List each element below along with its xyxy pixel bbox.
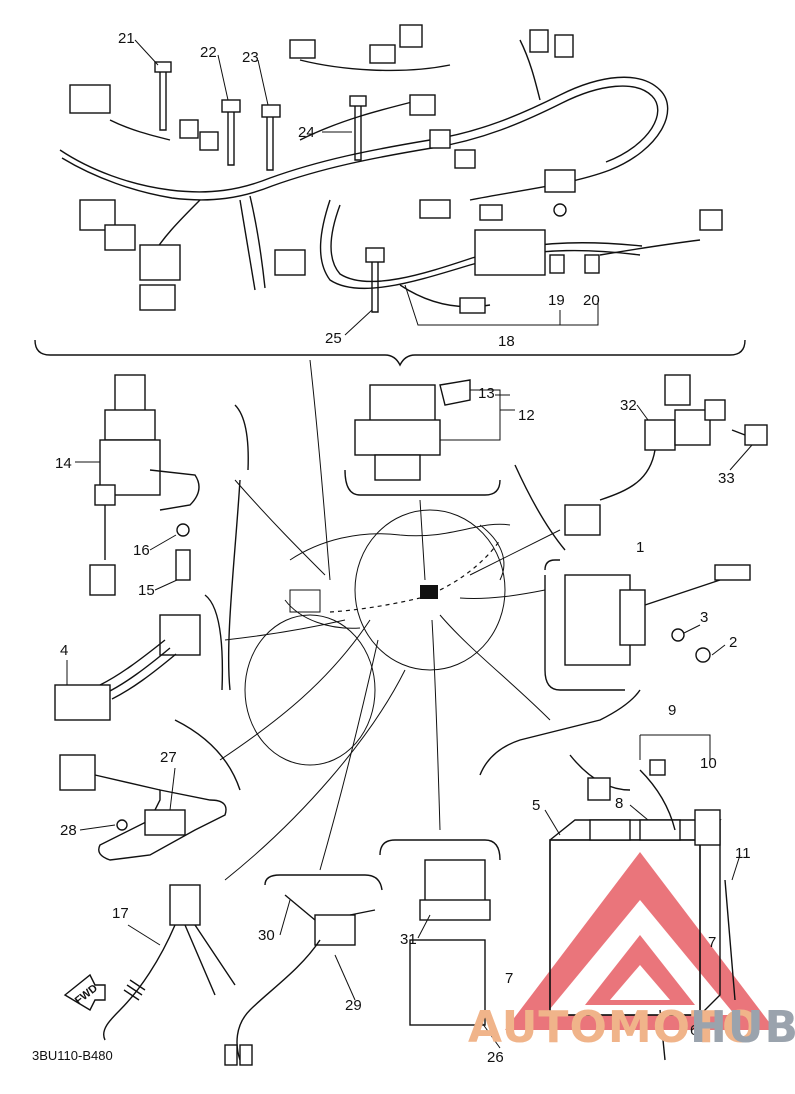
label-11: 11 bbox=[735, 845, 751, 862]
label-20: 20 bbox=[583, 292, 600, 309]
label-4: 4 bbox=[60, 642, 68, 659]
label-24: 24 bbox=[298, 124, 315, 141]
label-1: 1 bbox=[636, 539, 644, 556]
label-30: 30 bbox=[258, 927, 275, 944]
label-17: 17 bbox=[112, 905, 129, 922]
label-16: 16 bbox=[133, 542, 150, 559]
label-15: 15 bbox=[138, 582, 155, 599]
label-21: 21 bbox=[118, 30, 135, 47]
relay-assembly bbox=[344, 379, 515, 496]
label-26: 26 bbox=[487, 1049, 504, 1066]
starter-relay bbox=[544, 559, 751, 691]
label-6: 6 bbox=[690, 1022, 698, 1039]
wire-harness bbox=[59, 24, 723, 314]
label-32: 32 bbox=[620, 397, 637, 414]
sensor-bracket bbox=[59, 719, 241, 861]
label-19: 19 bbox=[548, 292, 565, 309]
automotohub-logo bbox=[505, 852, 775, 1030]
label-13: 13 bbox=[478, 385, 495, 402]
label-29: 29 bbox=[345, 997, 362, 1014]
watermark-text-hub: HUB bbox=[690, 1002, 795, 1053]
motorcycle-outline bbox=[244, 509, 511, 766]
fuse-holder bbox=[514, 374, 768, 551]
relays-31-26 bbox=[379, 839, 501, 1026]
label-2: 2 bbox=[729, 634, 737, 651]
label-25: 25 bbox=[325, 330, 342, 347]
label-28: 28 bbox=[60, 822, 77, 839]
harness-bracket bbox=[34, 339, 746, 367]
label-14: 14 bbox=[55, 455, 72, 472]
lead-wire-4 bbox=[54, 594, 224, 721]
label-22: 22 bbox=[200, 44, 217, 61]
label-3: 3 bbox=[700, 609, 708, 626]
watermark-text-automoto: AUTOMOTO bbox=[468, 1002, 760, 1053]
label-23: 23 bbox=[242, 49, 259, 66]
leader-lines bbox=[219, 359, 561, 881]
label-31: 31 bbox=[400, 931, 417, 948]
label-33: 33 bbox=[718, 470, 735, 487]
sidestand-switch bbox=[224, 874, 383, 1066]
label-8: 8 bbox=[615, 795, 623, 812]
label-9: 9 bbox=[668, 702, 676, 719]
label-5: 5 bbox=[532, 797, 540, 814]
drawing-code: 3BU110-B480 bbox=[32, 1048, 113, 1063]
main-switch bbox=[89, 374, 249, 691]
label-leaders bbox=[66, 39, 753, 1049]
label-7a: 7 bbox=[708, 934, 716, 951]
label-10: 10 bbox=[700, 755, 717, 772]
label-27: 27 bbox=[160, 749, 177, 766]
neutral-switch bbox=[63, 884, 236, 1041]
label-18: 18 bbox=[498, 333, 515, 350]
battery-assembly bbox=[479, 689, 736, 1061]
label-7b: 7 bbox=[505, 970, 513, 987]
label-12: 12 bbox=[518, 407, 535, 424]
